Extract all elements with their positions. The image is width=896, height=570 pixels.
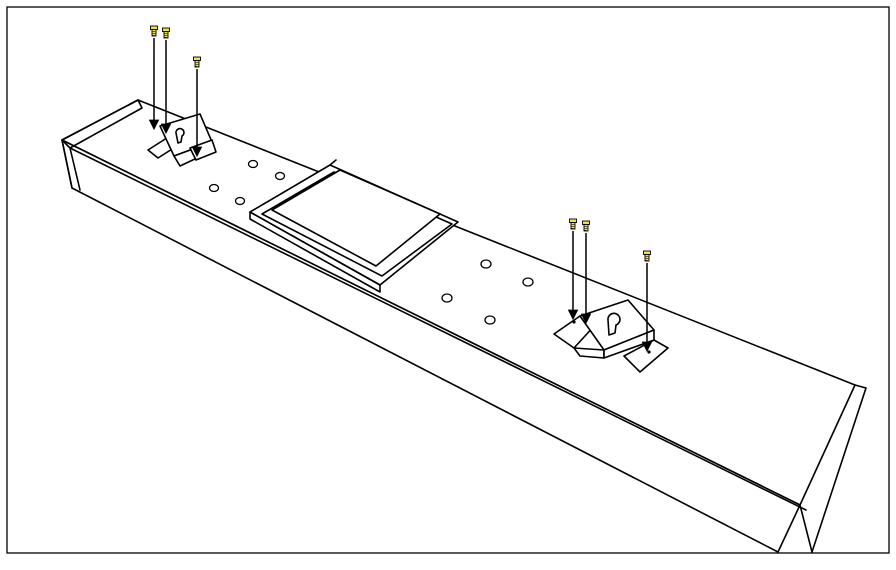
mounting-hole — [274, 171, 286, 181]
center-panel — [249, 159, 459, 293]
mounting-hole — [484, 315, 496, 325]
screw-icon — [582, 220, 590, 232]
mounting-hole — [208, 183, 220, 193]
diagram-frame — [6, 6, 890, 554]
screw-icon — [193, 56, 201, 68]
right-mounting-bracket — [553, 299, 669, 373]
keyhole-icon — [607, 312, 621, 336]
mounting-hole — [441, 293, 453, 303]
keyhole-icon — [175, 127, 185, 144]
soundbar-body — [61, 99, 867, 553]
mounting-hole — [247, 159, 259, 169]
mounting-hole — [234, 196, 246, 206]
screw-icon — [643, 250, 651, 262]
screws-and-arrows — [148, 25, 653, 353]
screw-icon — [162, 27, 170, 39]
mounting-holes — [208, 159, 534, 325]
mounting-hole — [480, 259, 492, 269]
screw-icon — [569, 218, 577, 230]
screw-icon — [150, 25, 158, 37]
mounting-hole — [522, 277, 534, 287]
